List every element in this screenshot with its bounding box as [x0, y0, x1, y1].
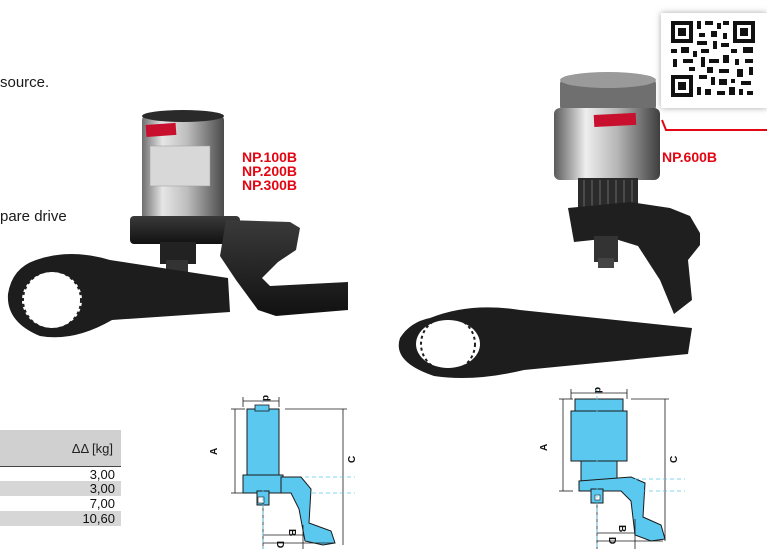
dim-label-d: d: [592, 387, 603, 393]
dim-label-d: d: [260, 395, 271, 401]
dim-label-dd: D: [606, 537, 617, 544]
dim-label-a: A: [539, 444, 550, 451]
red-accent-line: [661, 119, 767, 131]
dim-label-dd: D: [274, 541, 285, 548]
intro-text-line1: source.: [0, 74, 50, 91]
dim-label-a: A: [209, 448, 220, 455]
dim-label-b: B: [286, 529, 297, 536]
model-label-np200b: NP.200B: [242, 163, 298, 179]
weight-table-header: ΔΔ [kg]: [0, 430, 121, 466]
table-row: 3,00: [0, 466, 121, 482]
model-label-np100b: NP.100B: [242, 149, 298, 165]
right-model-label: NP.600B: [662, 149, 718, 165]
qr-code[interactable]: [661, 13, 767, 108]
table-row: 3,00: [0, 481, 121, 496]
dim-label-c: C: [669, 456, 680, 463]
weight-table: ΔΔ [kg] 3,00 3,00 7,00 10,60: [0, 430, 121, 526]
table-row: 7,00: [89, 496, 115, 511]
torque-multiplier-left-image: [7, 110, 348, 338]
dimension-diagram-right: A d C B D: [539, 387, 685, 549]
dim-label-b: B: [616, 525, 627, 532]
dimension-diagram-left: A d C B D: [209, 395, 358, 549]
dim-label-c: C: [347, 456, 358, 463]
table-row: 10,60: [0, 511, 121, 526]
torque-multiplier-right-image: [398, 72, 700, 378]
intro-text-line2: pare drive: [0, 208, 67, 225]
left-model-labels: NP.100B NP.200B NP.300B: [242, 150, 297, 192]
model-label-np300b: NP.300B: [242, 177, 298, 193]
qr-code-icon: [667, 17, 761, 103]
